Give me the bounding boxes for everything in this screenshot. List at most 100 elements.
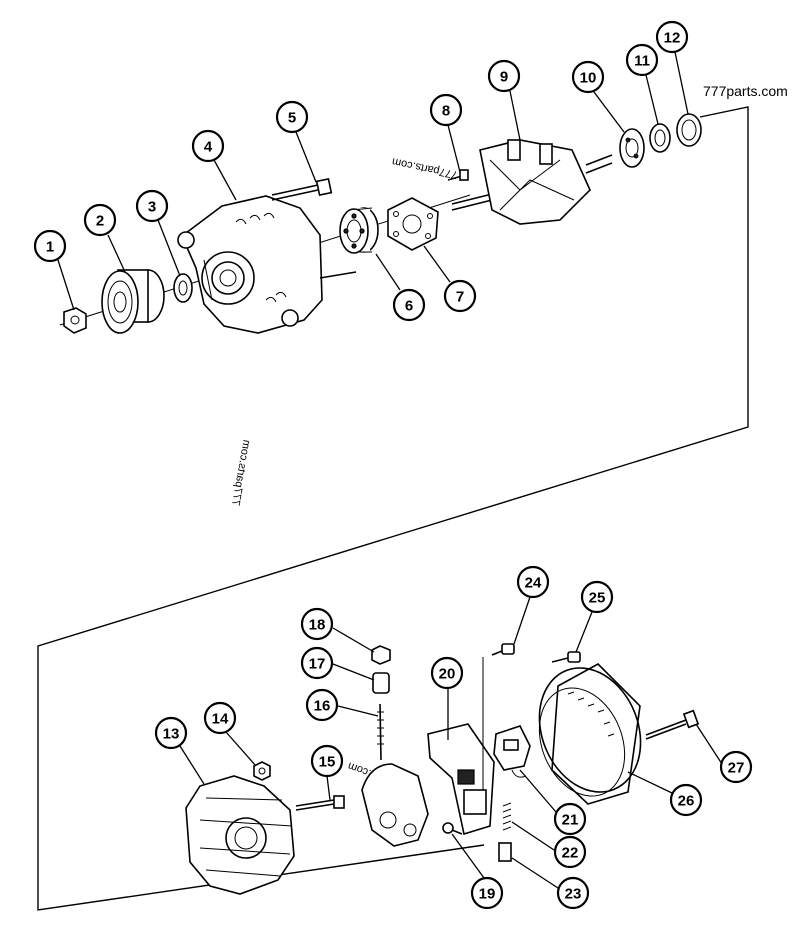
callout-circle bbox=[33, 229, 67, 263]
part-8-screw bbox=[447, 169, 469, 181]
callout-circle bbox=[392, 288, 426, 322]
part-1-nut bbox=[63, 307, 87, 334]
callout-9: 9 bbox=[487, 59, 521, 93]
callout-circle bbox=[655, 20, 689, 54]
callout-3: 3 bbox=[135, 189, 169, 223]
callout-number: 22 bbox=[562, 845, 579, 862]
callout-number: 13 bbox=[163, 726, 180, 743]
part-15-bolt bbox=[295, 795, 345, 811]
callout-25: 25 bbox=[580, 580, 614, 614]
callout-circle bbox=[669, 783, 703, 817]
leader-lines bbox=[57, 51, 723, 889]
part-23-brush bbox=[498, 842, 512, 862]
callout-19: 19 bbox=[470, 876, 504, 910]
callout-number: 19 bbox=[479, 886, 496, 903]
part-25-screw bbox=[551, 651, 581, 663]
callout-23: 23 bbox=[556, 876, 590, 910]
callout-21: 21 bbox=[553, 802, 587, 836]
part-18-nut bbox=[371, 645, 391, 665]
callout-circle bbox=[191, 129, 225, 163]
callout-circle bbox=[556, 876, 590, 910]
callout-circle bbox=[135, 189, 169, 223]
callout-26: 26 bbox=[669, 783, 703, 817]
watermark-top-right: 777parts.com bbox=[703, 83, 788, 99]
rectifier-holder bbox=[361, 763, 429, 847]
part-17-insulator bbox=[372, 672, 390, 694]
part-6-bearing bbox=[339, 207, 379, 254]
part-20-brush-holder bbox=[427, 723, 495, 836]
callout-number: 24 bbox=[525, 575, 542, 592]
callout-10: 10 bbox=[571, 60, 605, 94]
callout-number: 16 bbox=[314, 698, 331, 715]
callout-22: 22 bbox=[553, 835, 587, 869]
part-11-cover-ring bbox=[649, 123, 671, 153]
part-24-screw bbox=[482, 643, 515, 790]
callout-circle bbox=[429, 93, 463, 127]
callout-number: 7 bbox=[456, 289, 464, 306]
callout-circle bbox=[625, 43, 659, 77]
callout-circle bbox=[310, 744, 344, 778]
callout-number: 8 bbox=[442, 103, 450, 120]
callout-7: 7 bbox=[443, 279, 477, 313]
callout-27: 27 bbox=[719, 750, 753, 784]
part-21-regulator bbox=[493, 725, 531, 778]
callout-number: 1 bbox=[46, 239, 54, 256]
callout-circle bbox=[470, 876, 504, 910]
callout-circle bbox=[580, 580, 614, 614]
callout-13: 13 bbox=[154, 716, 188, 750]
callout-circle bbox=[719, 750, 753, 784]
callout-14: 14 bbox=[203, 701, 237, 735]
callout-18: 18 bbox=[300, 607, 334, 641]
assembly-frame bbox=[37, 106, 749, 911]
callout-2: 2 bbox=[83, 203, 117, 237]
callout-circle bbox=[305, 688, 339, 722]
part-2-pulley bbox=[101, 269, 165, 334]
callout-circle bbox=[154, 716, 188, 750]
callout-11: 11 bbox=[625, 43, 659, 77]
callout-15: 15 bbox=[310, 744, 344, 778]
callout-number: 12 bbox=[664, 30, 681, 47]
callout-number: 17 bbox=[309, 656, 326, 673]
part-9-rotor bbox=[451, 139, 613, 225]
callout-number: 23 bbox=[565, 886, 582, 903]
callout-17: 17 bbox=[300, 646, 334, 680]
callout-circle bbox=[275, 100, 309, 134]
part-13-rectifier-end-frame bbox=[185, 775, 295, 895]
callout-number: 15 bbox=[319, 754, 336, 771]
callout-number: 26 bbox=[678, 793, 695, 810]
watermark-upper-rotated: 777parts.com bbox=[391, 155, 459, 181]
callout-number: 10 bbox=[580, 70, 597, 87]
part-22-spring bbox=[502, 802, 512, 831]
callout-number: 2 bbox=[96, 213, 104, 230]
callout-6: 6 bbox=[392, 288, 426, 322]
callout-circle bbox=[83, 203, 117, 237]
callout-circle bbox=[487, 59, 521, 93]
part-16-stud bbox=[377, 703, 384, 761]
callout-circle bbox=[203, 701, 237, 735]
part-14-nut bbox=[253, 761, 271, 781]
callout-24: 24 bbox=[516, 565, 550, 599]
callout-circle bbox=[300, 607, 334, 641]
callout-circle bbox=[571, 60, 605, 94]
part-10-bearing bbox=[619, 128, 645, 168]
part-3-collar bbox=[173, 273, 193, 303]
callout-circle bbox=[553, 835, 587, 869]
callout-1: 1 bbox=[33, 229, 67, 263]
part-4-drive-end-frame bbox=[177, 195, 323, 334]
callout-number: 14 bbox=[212, 711, 229, 728]
part-5-through-bolt bbox=[271, 177, 357, 279]
part-19-screw bbox=[442, 822, 463, 835]
watermark-mid-rotated: 777parts.com bbox=[229, 439, 252, 507]
callout-number: 5 bbox=[288, 110, 296, 127]
callout-number: 9 bbox=[500, 69, 508, 86]
callout-circle bbox=[430, 656, 464, 690]
callout-circle bbox=[553, 802, 587, 836]
callout-circle bbox=[300, 646, 334, 680]
part-7-retainer-plate bbox=[387, 197, 439, 251]
callout-12: 12 bbox=[655, 20, 689, 54]
part-27-bolt bbox=[645, 709, 700, 740]
callout-number: 6 bbox=[405, 298, 413, 315]
callout-number: 21 bbox=[562, 812, 579, 829]
callout-circle bbox=[443, 279, 477, 313]
